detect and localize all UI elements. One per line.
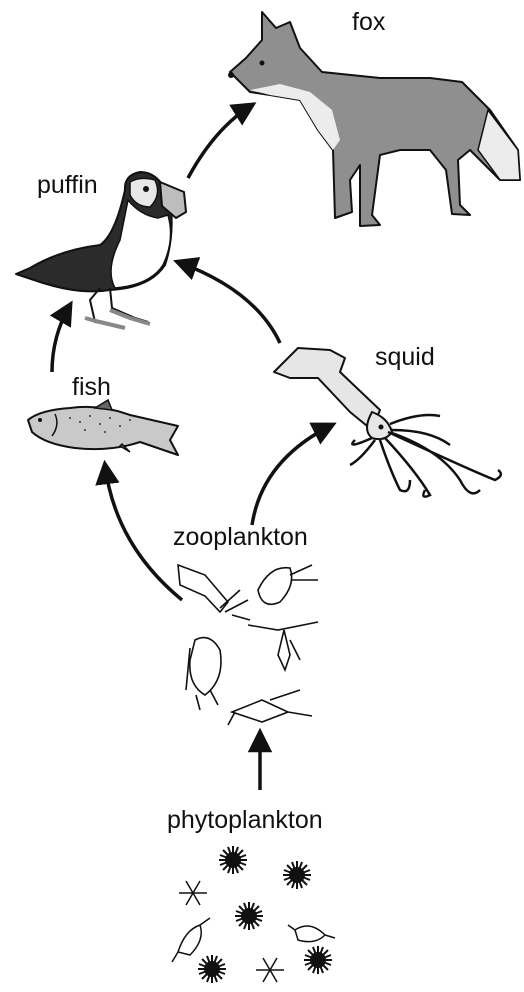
fox-icon bbox=[228, 12, 520, 226]
phytoplankton-cluster-icon bbox=[172, 846, 335, 983]
arrow-puffin-to-fox bbox=[188, 105, 252, 178]
label-fish: fish bbox=[72, 373, 111, 401]
arrow-fish-to-puffin bbox=[52, 305, 70, 372]
zooplankton-cluster-icon bbox=[178, 565, 318, 725]
label-fox: fox bbox=[352, 8, 386, 36]
fish-icon bbox=[28, 400, 178, 455]
arrow-zooplankton-to-squid bbox=[252, 425, 332, 525]
arrow-squid-to-puffin bbox=[178, 262, 280, 343]
arrow-zooplankton-to-fish bbox=[105, 465, 182, 600]
label-squid: squid bbox=[375, 343, 435, 371]
label-puffin: puffin bbox=[37, 171, 98, 199]
label-zooplankton: zooplankton bbox=[173, 523, 308, 551]
label-phytoplankton: phytoplankton bbox=[167, 806, 323, 834]
